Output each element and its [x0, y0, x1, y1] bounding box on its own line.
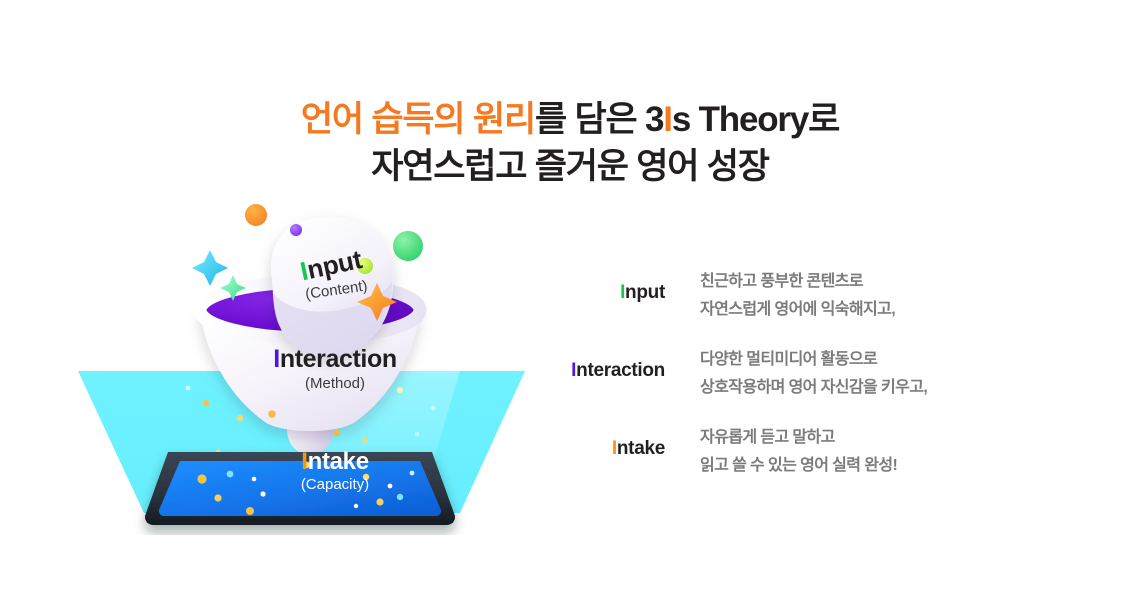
- page-title-accent: 언어 습득의 원리: [300, 100, 536, 140]
- tablet-device: [144, 452, 456, 526]
- feature-desc-line-1: 자유롭게 듣고 말하고: [700, 429, 835, 446]
- orange-orb-icon: [245, 204, 267, 226]
- page-title-line-1-rest: 를 담은 3: [534, 100, 665, 140]
- cyan-star-icon: [192, 250, 228, 286]
- feature-desc-line-2: 자연스럽게 영어에 익숙해지고,: [700, 301, 896, 318]
- tablet-screen: [158, 461, 442, 517]
- funnel-stem: [287, 426, 333, 455]
- feature-list: Input 친근하고 풍부한 콘텐츠로 자연스럽게 영어에 익숙해지고, Int…: [540, 268, 1010, 502]
- input-blob-shade: [274, 282, 393, 357]
- feature-desc-interaction: 다양한 멀티미디어 활동으로 상호작용하며 영어 자신감을 키우고,: [700, 346, 928, 402]
- lime-orb-icon: [357, 258, 373, 274]
- page-title-line-1-tail: s Theory로: [671, 100, 840, 140]
- page-title-3is-i: I: [663, 100, 673, 140]
- feature-desc-line-1: 다양한 멀티미디어 활동으로: [700, 351, 878, 368]
- feature-term-word: ntake: [616, 438, 665, 459]
- 3is-funnel-illustration: Input (Content) Interaction (Method) Int…: [60, 190, 540, 535]
- feature-term-word: nput: [625, 282, 665, 303]
- page-title-line-1: 언어 습득의 원리를 담은 3Is Theory로: [0, 97, 1140, 143]
- green-star-icon: [220, 275, 246, 301]
- feature-term-input: Input: [540, 282, 665, 304]
- green-orb-icon: [393, 231, 423, 261]
- feature-desc-line-2: 읽고 쓸 수 있는 영어 실력 완성!: [700, 457, 898, 474]
- feature-term-initial: I: [571, 360, 577, 381]
- feature-desc-line-2: 상호작용하며 영어 자신감을 키우고,: [700, 379, 928, 396]
- feature-term-interaction: Interaction: [540, 360, 665, 382]
- feature-desc-intake: 자유롭게 듣고 말하고 읽고 쓸 수 있는 영어 실력 완성!: [700, 424, 898, 480]
- feature-term-word: nteraction: [576, 360, 665, 381]
- page-title: 언어 습득의 원리를 담은 3Is Theory로 자연스럽고 즐거운 영어 성…: [0, 97, 1140, 189]
- orange-star-icon: [357, 283, 397, 321]
- feature-row-input: Input 친근하고 풍부한 콘텐츠로 자연스럽게 영어에 익숙해지고,: [540, 268, 1010, 346]
- funnel-graphic: [78, 204, 525, 526]
- feature-row-intake: Intake 자유롭게 듣고 말하고 읽고 쓸 수 있는 영어 실력 완성!: [540, 424, 1010, 502]
- tablet-screen-sparkles: [197, 462, 415, 515]
- feature-row-interaction: Interaction 다양한 멀티미디어 활동으로 상호작용하며 영어 자신감…: [540, 346, 1010, 424]
- feature-desc-line-1: 친근하고 풍부한 콘텐츠로: [700, 273, 864, 290]
- feature-desc-input: 친근하고 풍부한 콘텐츠로 자연스럽게 영어에 익숙해지고,: [700, 268, 896, 324]
- feature-term-initial: I: [611, 438, 617, 459]
- page-title-line-2: 자연스럽고 즐거운 영어 성장: [371, 146, 770, 186]
- purple-orb-icon: [290, 224, 302, 236]
- feature-term-intake: Intake: [540, 438, 665, 460]
- feature-term-initial: I: [620, 282, 626, 303]
